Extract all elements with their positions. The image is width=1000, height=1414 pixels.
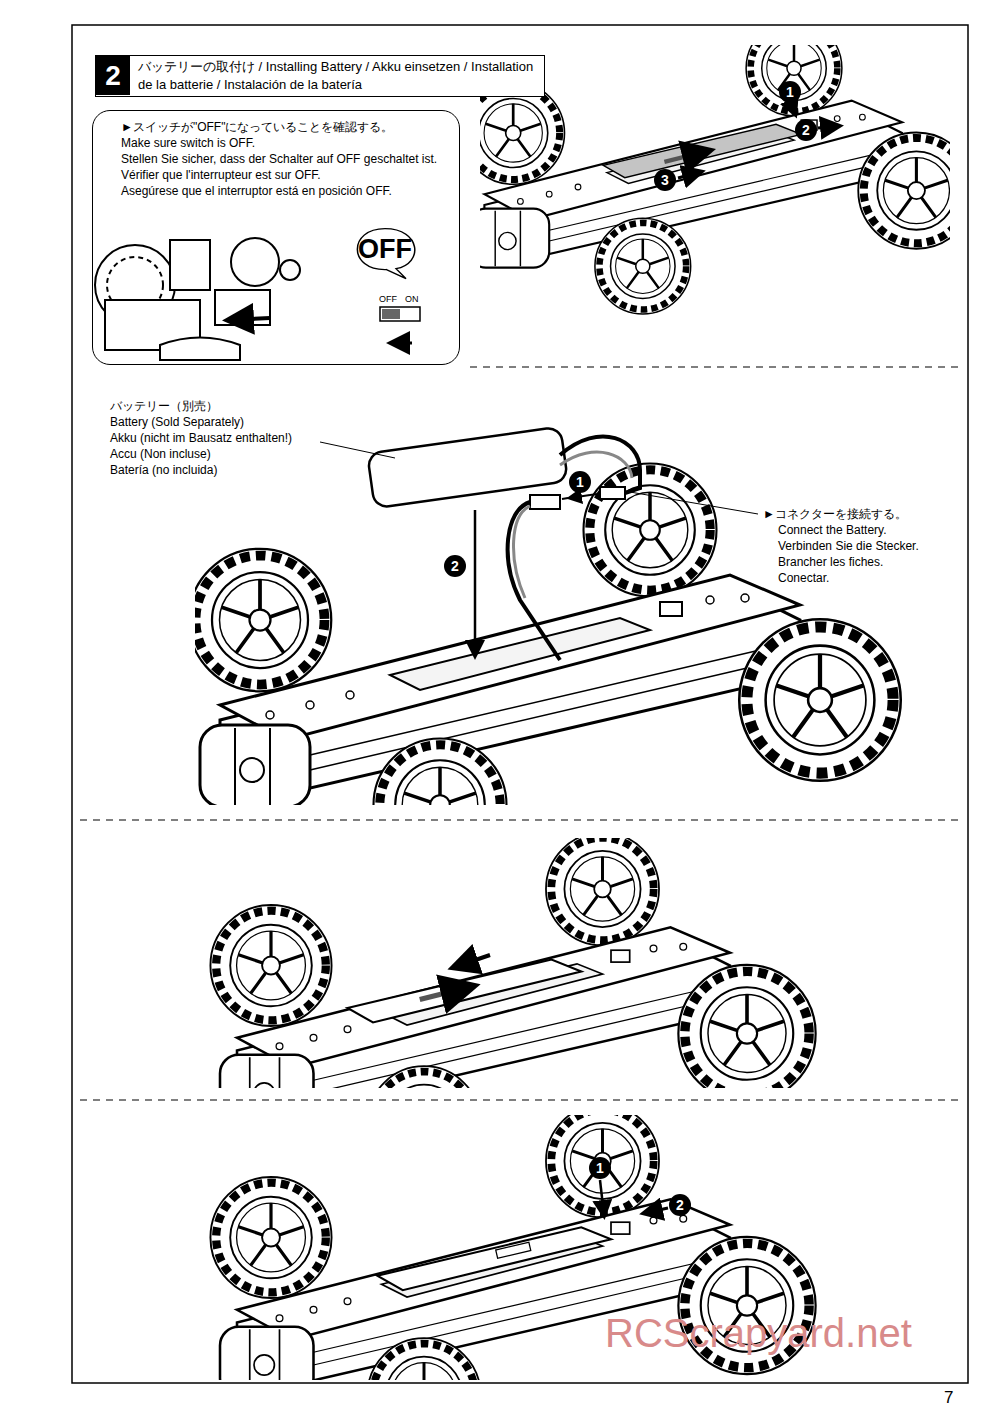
- watermark: RCScrapyard.net: [605, 1310, 912, 1356]
- note-text: バッテリー（別売）: [110, 398, 218, 414]
- note-text: Batería (no incluida): [110, 462, 217, 478]
- note-box: ►スイッチが"OFF"になっていることを確認する。Make sure switc…: [92, 110, 460, 365]
- note-text: ►コネクターを接続する。: [763, 506, 907, 522]
- callout-number: 3: [654, 169, 676, 191]
- page-number: 7: [944, 1388, 953, 1408]
- callout-number: 2: [444, 555, 466, 577]
- note-text: Accu (Non incluse): [110, 446, 211, 462]
- callout-number: 2: [795, 119, 817, 141]
- note-text: Connect the Battery.: [778, 522, 887, 538]
- note-text: Battery (Sold Separately): [110, 414, 244, 430]
- note-text: Conectar.: [778, 570, 829, 586]
- note-text: Make sure switch is OFF.: [121, 135, 449, 151]
- step-number-box: 2: [96, 56, 130, 95]
- step-header: バッテリーの取付け / Installing Battery / Akku ei…: [95, 55, 545, 97]
- note-text: Akku (nicht im Bausatz enthalten!): [110, 430, 292, 446]
- note-text: Brancher les fiches.: [778, 554, 883, 570]
- callout-number: 1: [569, 471, 591, 493]
- callout-number: 1: [589, 1157, 611, 1179]
- note-text: ►スイッチが"OFF"になっていることを確認する。: [121, 119, 449, 135]
- callout-number: 1: [779, 81, 801, 103]
- callout-number: 2: [669, 1194, 691, 1216]
- step-number: 2: [96, 56, 130, 95]
- note-text: OFF: [346, 227, 424, 271]
- off-balloon: OFF: [346, 227, 424, 277]
- switch-label: OFF: [379, 294, 397, 305]
- note-text: Asegúrese que el interruptor está en pos…: [121, 183, 449, 199]
- note-text: Vérifier que l'interrupteur est sur OFF.: [121, 167, 449, 183]
- note-text: Verbinden Sie die Stecker.: [778, 538, 919, 554]
- note-text: Stellen Sie sicher, dass der Schalter au…: [121, 151, 449, 167]
- step-title: バッテリーの取付け / Installing Battery / Akku ei…: [138, 58, 538, 94]
- switch-label: ON: [405, 294, 419, 305]
